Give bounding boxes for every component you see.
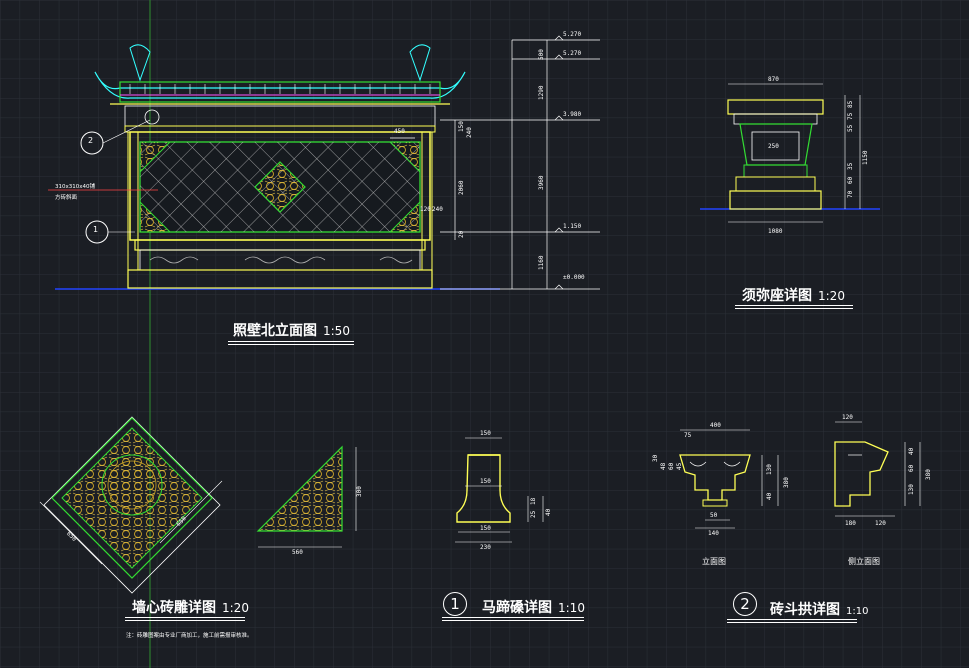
elevation-title-underline-2 bbox=[228, 344, 354, 345]
bracket-title-text: 砖斗拱详图 bbox=[770, 602, 840, 618]
bracket-front-bottom-dim-2: 50 bbox=[710, 512, 718, 519]
elevation-vdim-3: 150 bbox=[458, 121, 465, 132]
plinth-title-text: 须弥座详图 bbox=[742, 288, 812, 304]
bracket-side-vdim-2: 60 bbox=[908, 464, 915, 472]
hoof-title-underline-2 bbox=[442, 620, 584, 621]
bracket-side-bottom-dim-2: 120 bbox=[875, 520, 886, 527]
elevation-title-underline bbox=[228, 341, 354, 342]
elevation-hdim-1: 450 bbox=[394, 128, 405, 135]
elevation-mark-3: 3.980 bbox=[563, 111, 582, 118]
bracket-front-vdim-6: 40 bbox=[766, 492, 773, 500]
elevation-vdim-7: 1160 bbox=[538, 255, 545, 270]
plinth-title-underline-2 bbox=[735, 308, 853, 309]
bracket-title: 砖斗拱详图 1:10 bbox=[770, 599, 868, 619]
elevation-vdim-4: 240 bbox=[466, 127, 473, 138]
bracket-side-total: 380 bbox=[925, 469, 932, 480]
plinth-vdim-3: 55 bbox=[847, 124, 854, 132]
plinth-title: 须弥座详图 1:20 bbox=[742, 285, 845, 305]
elevation-hdim-2: 120 bbox=[420, 206, 431, 213]
elevation-drawing bbox=[48, 35, 600, 290]
leader-note-1b: 铺 bbox=[89, 184, 96, 190]
plinth-vdim-2: 75 bbox=[847, 112, 854, 120]
bracket-scale: 1:10 bbox=[846, 606, 869, 617]
leader-note-line-2: 方砖斜面 bbox=[55, 195, 78, 201]
callout-a-label: 2 bbox=[88, 136, 94, 145]
bracket-front-vdim-4: 45 bbox=[676, 462, 683, 470]
callout-b-label: 1 bbox=[93, 225, 99, 234]
carving-scale: 1:20 bbox=[222, 601, 249, 615]
plinth-top-dim: 870 bbox=[768, 76, 779, 83]
hoof-vdim-1: 18 bbox=[530, 497, 537, 505]
plinth-total-dim: 1150 bbox=[862, 150, 869, 165]
hoof-title: 马蹄磉详图 1:10 bbox=[482, 597, 585, 617]
carving-title: 墙心砖雕详图 1:20 bbox=[132, 597, 249, 617]
bracket-front-vdim-2: 48 bbox=[660, 462, 667, 470]
plinth-vdim-4: 35 bbox=[847, 162, 854, 170]
bracket-callout-circle: 2 bbox=[733, 592, 757, 616]
plinth-vdim-1: 85 bbox=[847, 100, 854, 108]
elevation-mark-1: 5.270 bbox=[563, 31, 582, 38]
carving-note: 注：砖雕图案由专业厂商加工，施工前需报审核准。 bbox=[126, 633, 253, 639]
plinth-center-dim: 250 bbox=[768, 143, 779, 150]
plinth-vdim-5: 60 bbox=[847, 176, 854, 184]
hoof-drawing bbox=[455, 437, 544, 543]
bracket-title-underline bbox=[727, 619, 857, 620]
elevation-mark-2: 5.270 bbox=[563, 50, 582, 57]
bracket-side-bottom-dim-1: 180 bbox=[845, 520, 856, 527]
carving-tri-height: 300 bbox=[356, 486, 363, 497]
bracket-front-vdim-5: 130 bbox=[766, 464, 773, 475]
bracket-side-vdim-1: 40 bbox=[908, 447, 915, 455]
elevation-vdim-5: 2060 bbox=[458, 180, 465, 195]
elevation-vdim-8: 3960 bbox=[538, 175, 545, 190]
elevation-mark-5: ±0.000 bbox=[563, 274, 585, 281]
elevation-title: 照壁北立面图 1:50 bbox=[233, 320, 350, 340]
plinth-bottom-dim: 1080 bbox=[768, 228, 783, 235]
hoof-top-dim: 150 bbox=[480, 430, 491, 437]
hoof-base-dim-2: 230 bbox=[480, 544, 491, 551]
carving-title-underline-2 bbox=[125, 620, 245, 621]
bracket-title-underline-2 bbox=[727, 622, 857, 623]
bracket-side-vdim-3: 130 bbox=[908, 484, 915, 495]
elevation-mark-4: 1.150 bbox=[563, 223, 582, 230]
bracket-side-label: 侧立面图 bbox=[848, 557, 880, 566]
hoof-callout-circle: 1 bbox=[443, 592, 467, 616]
hoof-mid-dim: 150 bbox=[480, 478, 491, 485]
bracket-front-total: 380 bbox=[783, 477, 790, 488]
elevation-title-text: 照壁北立面图 bbox=[233, 323, 317, 339]
bracket-drawing bbox=[679, 421, 921, 529]
carving-drawing bbox=[39, 416, 357, 594]
leader-note-1: 310x310x40 bbox=[55, 184, 90, 190]
bracket-side-top-dim: 120 bbox=[842, 414, 853, 421]
plinth-drawing bbox=[700, 83, 880, 223]
carving-title-text: 墙心砖雕详图 bbox=[132, 600, 216, 616]
plinth-vdim-6: 70 bbox=[847, 190, 854, 198]
elevation-vdim-6: 20 bbox=[458, 230, 465, 238]
elevation-vdim-1: 500 bbox=[538, 49, 545, 60]
hoof-vdim-3: 40 bbox=[545, 508, 552, 516]
elevation-hdim-3: 240 bbox=[432, 206, 443, 213]
hoof-vdim-2: 25 bbox=[530, 510, 537, 518]
hoof-title-underline bbox=[442, 617, 584, 618]
hoof-scale: 1:10 bbox=[558, 601, 585, 615]
bracket-front-vdim-1: 30 bbox=[652, 454, 659, 462]
plinth-scale: 1:20 bbox=[818, 289, 845, 303]
bracket-front-vdim-3: 60 bbox=[668, 462, 675, 470]
bracket-front-top-dim: 400 bbox=[710, 422, 721, 429]
plinth-title-underline bbox=[735, 305, 853, 306]
carving-tri-width: 560 bbox=[292, 549, 303, 556]
carving-title-underline bbox=[125, 617, 245, 618]
bracket-front-top-dim-2: 75 bbox=[684, 432, 692, 439]
hoof-base-dim-1: 150 bbox=[480, 525, 491, 532]
leader-note-line-1: 310x310x40铺 bbox=[55, 182, 95, 190]
hoof-title-text: 马蹄磉详图 bbox=[482, 600, 552, 616]
elevation-scale: 1:50 bbox=[323, 324, 350, 338]
elevation-vdim-2: 1290 bbox=[538, 85, 545, 100]
bracket-front-bottom-dim: 140 bbox=[708, 530, 719, 537]
bracket-front-label: 立面图 bbox=[702, 557, 726, 566]
